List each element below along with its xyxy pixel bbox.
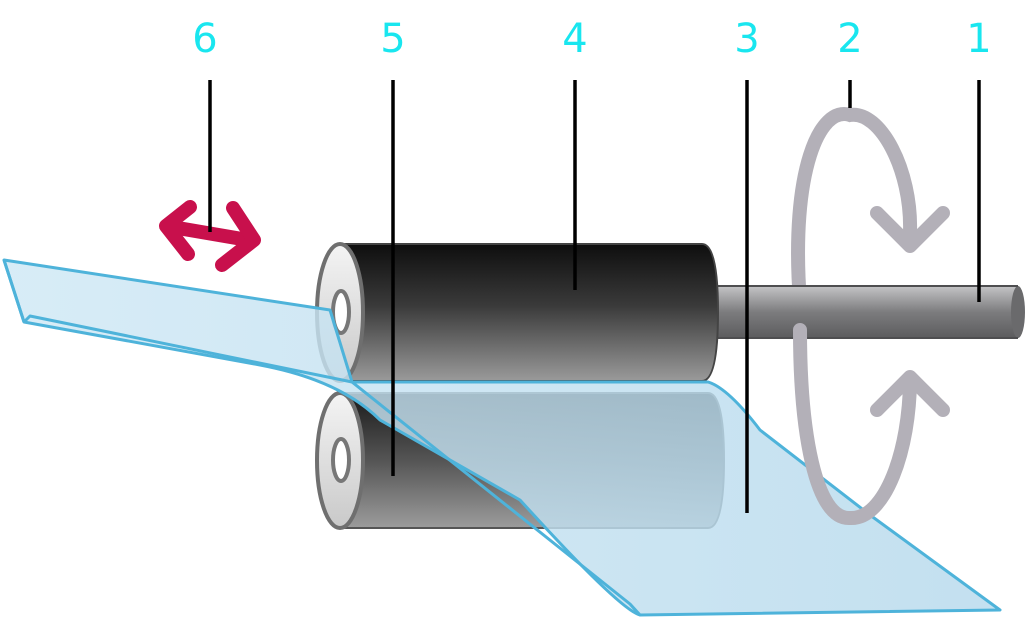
- callout-label-3: 3: [734, 16, 759, 62]
- callout-label-6: 6: [192, 16, 217, 62]
- callout-label-1: 1: [966, 16, 991, 62]
- feed-direction-arrow: [159, 200, 261, 272]
- callout-label-5: 5: [380, 16, 405, 62]
- film-sheet: [2, 258, 1002, 617]
- callout-label-2: 2: [837, 16, 862, 62]
- rotation-arrow-rear: [791, 107, 950, 309]
- upper-roller: [315, 242, 720, 383]
- upper-roller-bore: [331, 289, 351, 335]
- lower-roller-bore: [331, 437, 351, 483]
- shaft: [700, 285, 1025, 339]
- rotation-arrow-front: [793, 323, 950, 525]
- callout-label-4: 4: [562, 16, 587, 62]
- leader-lines: [208, 80, 981, 513]
- callout-labels: 1 2 3 4 5 6: [192, 16, 991, 62]
